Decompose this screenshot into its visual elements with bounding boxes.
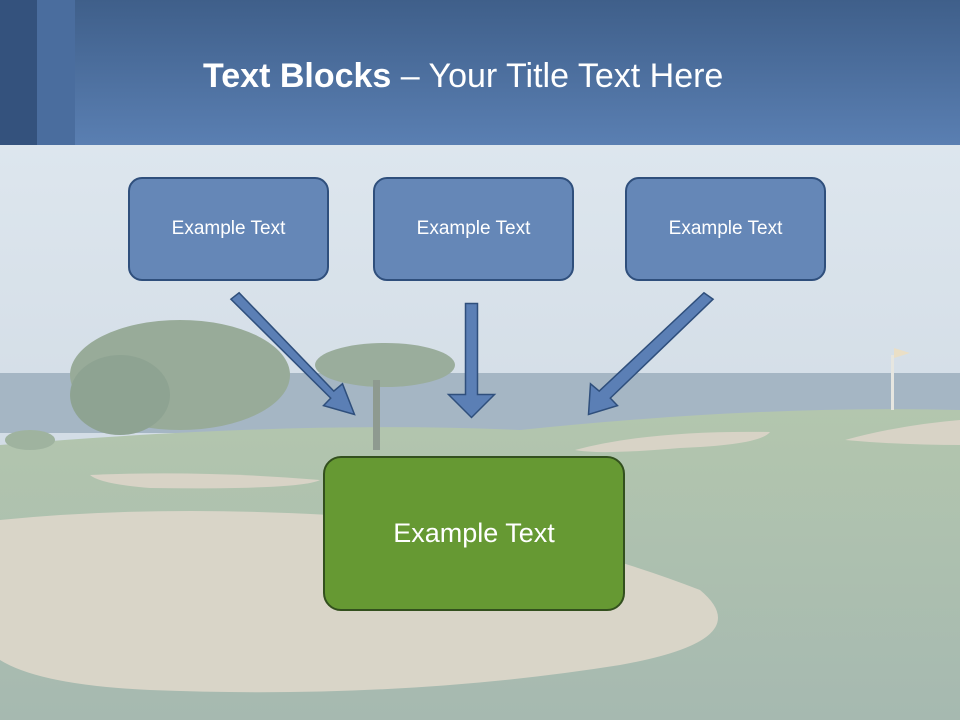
arrow-left-down	[229, 291, 356, 416]
title-bar	[0, 0, 960, 145]
arrow-center-down	[446, 302, 497, 419]
title-bar-accent-strip-inner	[37, 0, 75, 145]
text-block-label: Example Text	[393, 518, 555, 548]
arrow-right-down	[587, 291, 715, 416]
text-block-label: Example Text	[668, 218, 783, 239]
slide-title: Text Blocks – Your Title Text Here	[203, 52, 723, 100]
text-block-label: Example Text	[416, 218, 531, 239]
title-bar-accent-strip	[0, 0, 37, 145]
text-block-top-right: Example Text	[625, 177, 826, 281]
text-block-top-center: Example Text	[373, 177, 574, 281]
text-block-label: Example Text	[171, 218, 286, 239]
text-block-bottom-result: Example Text	[323, 456, 625, 611]
slide-title-rest: Your Title Text Here	[428, 57, 724, 95]
slide-title-bold: Text Blocks	[203, 57, 392, 95]
text-block-top-left: Example Text	[128, 177, 329, 281]
slide-title-dash: –	[391, 57, 429, 95]
